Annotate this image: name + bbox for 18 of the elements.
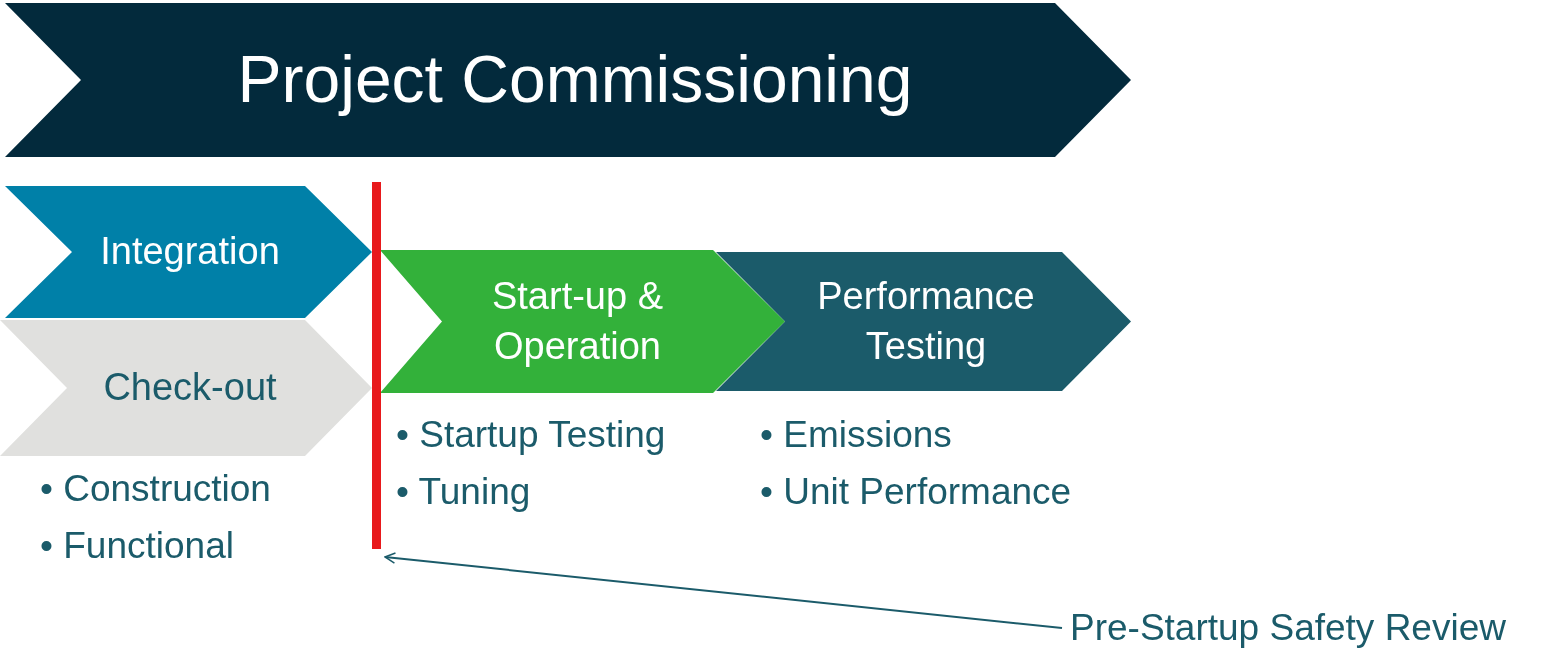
phase-label: Start-up & Operation bbox=[490, 274, 665, 369]
chevron-shape bbox=[0, 320, 372, 456]
bullet-item: • Functional bbox=[40, 527, 235, 564]
callout-text: Pre-Startup Safety Review bbox=[1070, 603, 1540, 653]
chevron-shape bbox=[716, 252, 1131, 391]
bullet-item: • Construction bbox=[40, 470, 271, 507]
leader-line bbox=[384, 552, 1063, 629]
bullet-item: • Startup Testing bbox=[396, 416, 666, 453]
phase-label: Check-out bbox=[103, 365, 277, 411]
chevron-shape bbox=[5, 186, 372, 318]
chevron-shape bbox=[380, 250, 785, 393]
chevron-banner bbox=[5, 3, 1131, 157]
bullet-item: • Emissions bbox=[760, 416, 953, 453]
bullet-item: • Unit Performance bbox=[760, 473, 1072, 510]
title-text: Project Commissioning bbox=[237, 41, 913, 119]
phase-label: Integration bbox=[100, 229, 280, 275]
phase-label: Performance Testing bbox=[816, 274, 1036, 369]
bullet-item: • Tuning bbox=[396, 473, 532, 510]
